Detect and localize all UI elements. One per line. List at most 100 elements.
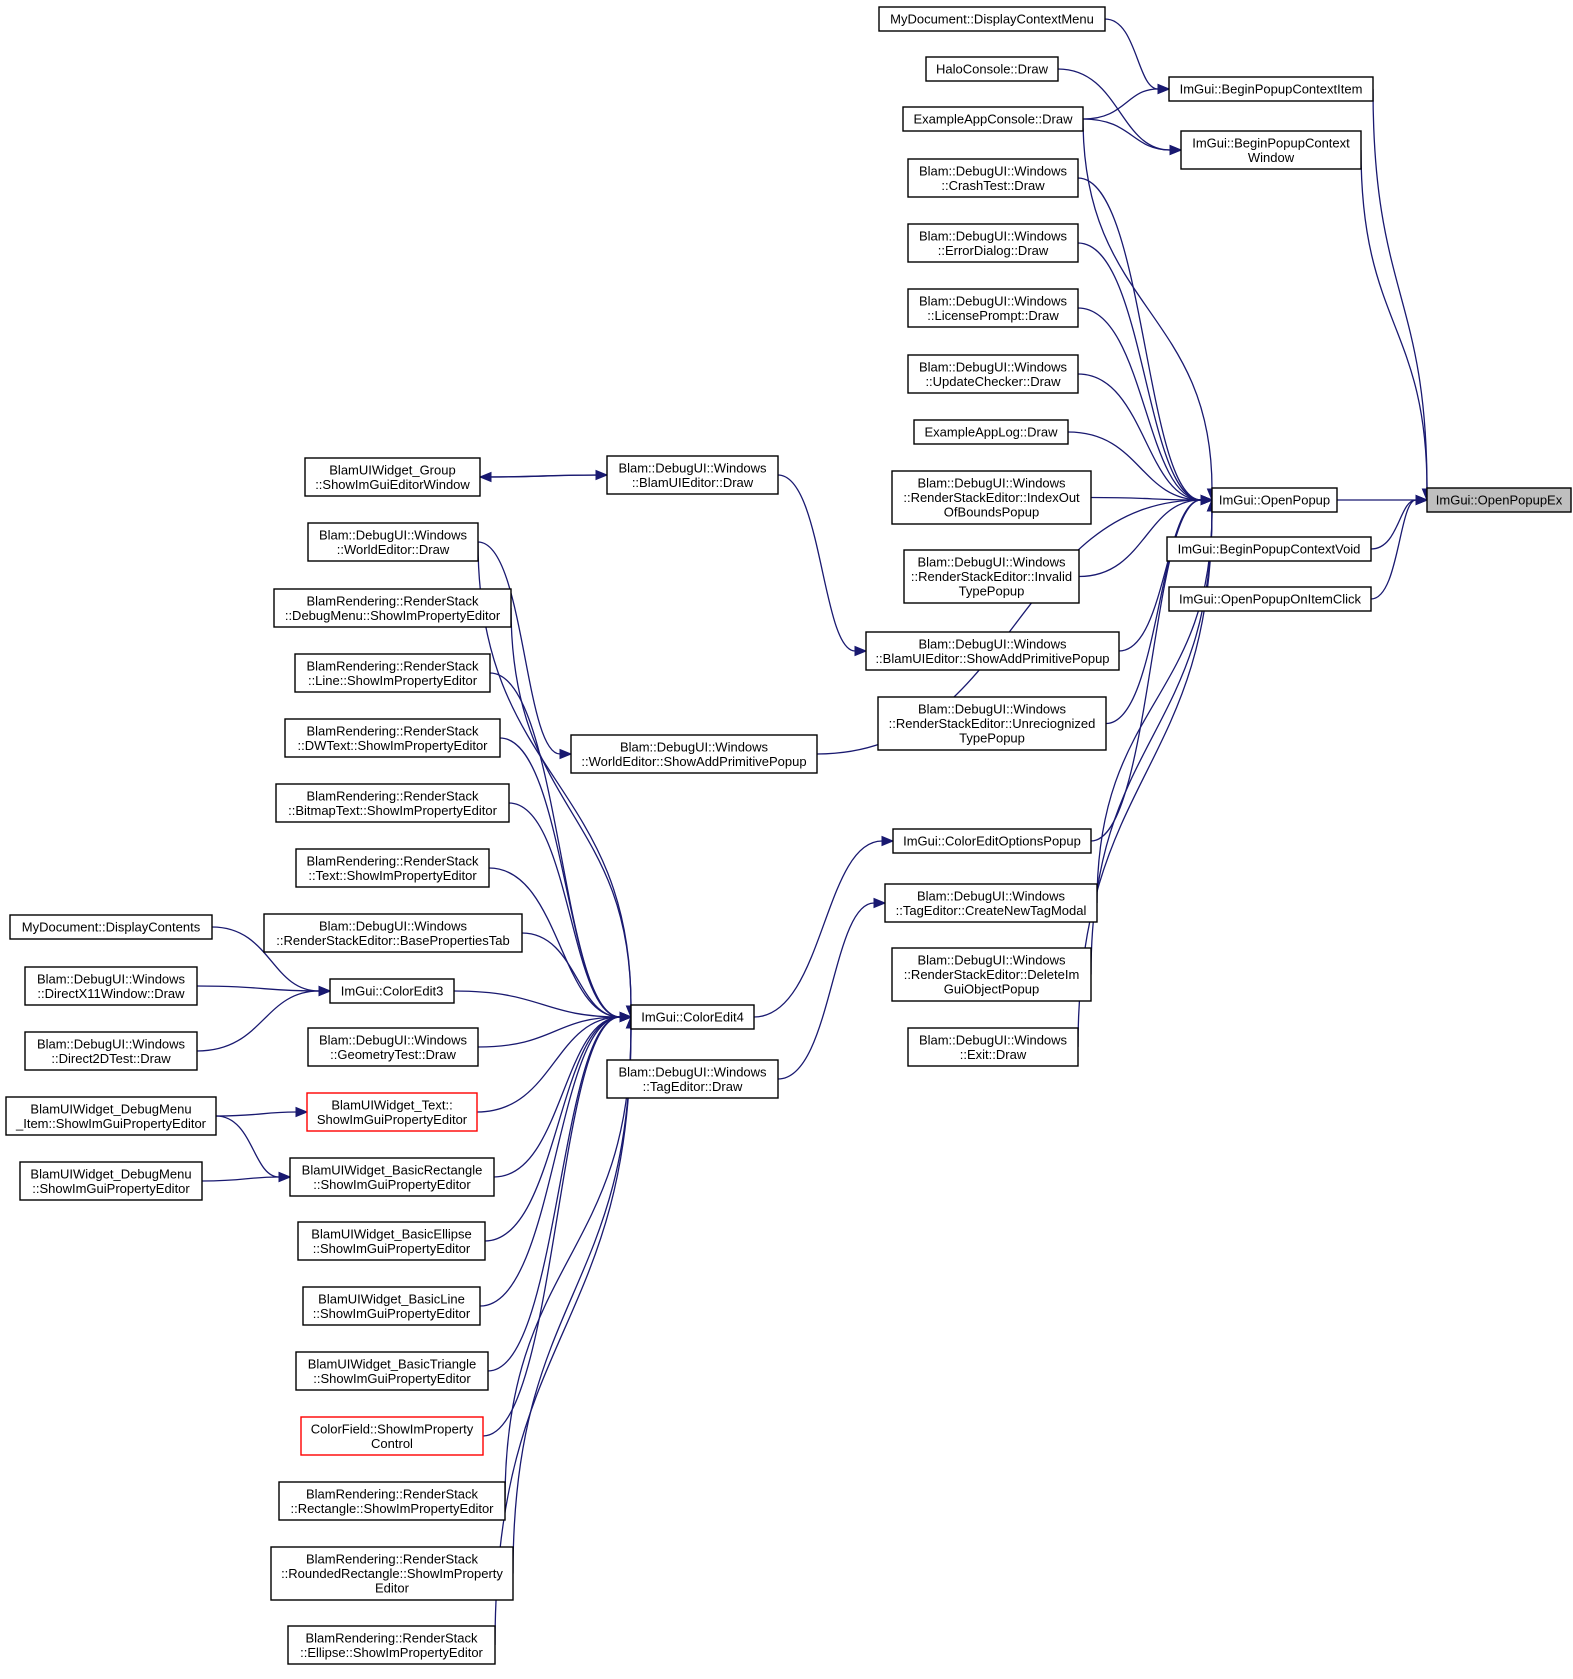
node-label: Blam::DebugUI::Windows xyxy=(319,527,468,542)
node-box xyxy=(263,913,523,953)
node-exampleapplog[interactable]: ExampleAppLog::Draw xyxy=(913,419,1069,445)
node-directx11[interactable]: Blam::DebugUI::Windows::DirectX11Window:… xyxy=(24,966,198,1006)
node-worldeditor_draw[interactable]: Blam::DebugUI::Windows::WorldEditor::Dra… xyxy=(307,522,479,562)
node-debugmenu[interactable]: BlamUIWidget_DebugMenu::ShowImGuiPropert… xyxy=(19,1161,203,1201)
edge-line xyxy=(510,607,632,1007)
node-coloreditoptions[interactable]: ImGui::ColorEditOptionsPopup xyxy=(892,828,1092,854)
node-rse_baseprops[interactable]: Blam::DebugUI::Windows::RenderStackEdito… xyxy=(263,913,523,953)
node-label: Blam::DebugUI::Windows xyxy=(620,739,769,754)
node-beginpopupcontextvoid[interactable]: ImGui::BeginPopupContextVoid xyxy=(1166,536,1372,562)
node-direct2d[interactable]: Blam::DebugUI::Windows::Direct2DTest::Dr… xyxy=(24,1031,198,1071)
node-label: MyDocument::DisplayContextMenu xyxy=(890,12,1094,27)
edge-beginpopupcontextitem-to-openpopupex xyxy=(1372,88,1433,502)
node-mydoc_ctxmenu[interactable]: MyDocument::DisplayContextMenu xyxy=(878,6,1106,32)
edge-basicellipse-to-coloredit4 xyxy=(484,1011,633,1242)
node-label: Blam::DebugUI::Windows xyxy=(919,359,1068,374)
edge-rs_ellipse-to-coloredit4 xyxy=(494,1015,637,1646)
edge-exampleappconsole-to-beginpopupcontextitem xyxy=(1082,83,1171,120)
edge-tageditor_draw-to-tageditor_newtag xyxy=(777,897,887,1080)
node-label: ImGui::OpenPopup xyxy=(1219,493,1330,508)
node-group_editor[interactable]: BlamUIWidget_Group::ShowImGuiEditorWindo… xyxy=(304,457,481,497)
node-basicrect[interactable]: BlamUIWidget_BasicRectangle::ShowImGuiPr… xyxy=(289,1157,495,1197)
arrowhead-icon xyxy=(1157,83,1171,95)
node-mydoc_contents[interactable]: MyDocument::DisplayContents xyxy=(9,914,213,940)
edge-line xyxy=(453,990,621,1018)
arrowhead-icon xyxy=(1200,494,1214,506)
node-rs_dwtext[interactable]: BlamRendering::RenderStack::DWText::Show… xyxy=(284,718,501,758)
node-updatechecker[interactable]: Blam::DebugUI::Windows::UpdateChecker::D… xyxy=(907,354,1079,394)
node-rs_line[interactable]: BlamRendering::RenderStack::Line::ShowIm… xyxy=(294,653,491,693)
edge-licenseprompt-to-openpopup xyxy=(1077,307,1214,506)
edge-exampleappconsole-to-openpopup xyxy=(1082,118,1218,502)
node-label: ShowImGuiPropertyEditor xyxy=(317,1112,468,1127)
node-label: Blam::DebugUI::Windows xyxy=(917,953,1066,968)
node-box xyxy=(891,947,1092,1002)
edge-line xyxy=(482,1016,621,1437)
node-openpopup[interactable]: ImGui::OpenPopup xyxy=(1211,487,1338,513)
node-rse_unrecognized[interactable]: Blam::DebugUI::Windows::RenderStackEdito… xyxy=(877,696,1107,751)
node-openpopuponitemclick[interactable]: ImGui::OpenPopupOnItemClick xyxy=(1168,586,1372,612)
edge-exit-to-openpopup xyxy=(1077,498,1218,1048)
edge-line xyxy=(1077,177,1202,501)
node-rs_ellipse[interactable]: BlamRendering::RenderStack::Ellipse::Sho… xyxy=(287,1625,496,1665)
node-coloredit4[interactable]: ImGui::ColorEdit4 xyxy=(630,1004,755,1030)
node-rs_bitmaptext[interactable]: BlamRendering::RenderStack::BitmapText::… xyxy=(275,783,510,823)
node-worldeditor_showadd[interactable]: Blam::DebugUI::Windows::WorldEditor::Sho… xyxy=(570,734,818,774)
arrowhead-icon xyxy=(873,897,887,909)
edge-updatechecker-to-openpopup xyxy=(1077,373,1214,506)
node-exit[interactable]: Blam::DebugUI::Windows::Exit::Draw xyxy=(907,1027,1079,1067)
node-blamuieditor_draw[interactable]: Blam::DebugUI::Windows::BlamUIEditor::Dr… xyxy=(606,455,779,495)
node-rse_invalid[interactable]: Blam::DebugUI::Windows::RenderStackEdito… xyxy=(903,549,1080,604)
node-label: Blam::DebugUI::Windows xyxy=(319,1032,468,1047)
node-licenseprompt[interactable]: Blam::DebugUI::Windows::LicensePrompt::D… xyxy=(907,288,1079,328)
node-label: HaloConsole::Draw xyxy=(936,62,1049,77)
node-rs_rectangle[interactable]: BlamRendering::RenderStack::Rectangle::S… xyxy=(278,1481,506,1521)
node-exampleappconsole[interactable]: ExampleAppConsole::Draw xyxy=(902,106,1084,132)
edge-rs_line-to-coloredit4 xyxy=(489,672,633,1023)
node-box xyxy=(630,1004,755,1030)
node-label: ImGui::OpenPopupOnItemClick xyxy=(1179,592,1362,607)
node-label: ImGui::ColorEdit4 xyxy=(641,1010,744,1025)
node-label: ::Text::ShowImPropertyEditor xyxy=(308,868,477,883)
node-blamuieditor_showadd[interactable]: Blam::DebugUI::Windows::BlamUIEditor::Sh… xyxy=(865,631,1120,671)
node-tageditor_newtag[interactable]: Blam::DebugUI::Windows::TagEditor::Creat… xyxy=(884,883,1098,923)
edge-line xyxy=(1370,499,1417,550)
node-debugmenu_item[interactable]: BlamUIWidget_DebugMenu_Item::ShowImGuiPr… xyxy=(5,1096,217,1136)
node-crashtest[interactable]: Blam::DebugUI::Windows::CrashTest::Draw xyxy=(907,158,1079,198)
node-box xyxy=(913,419,1069,445)
node-label: Blam::DebugUI::Windows xyxy=(37,971,186,986)
node-basictriangle[interactable]: BlamUIWidget_BasicTriangle::ShowImGuiPro… xyxy=(295,1351,489,1391)
node-widget_text[interactable]: BlamUIWidget_Text::ShowImGuiPropertyEdit… xyxy=(306,1092,478,1132)
node-rs_roundedrect[interactable]: BlamRendering::RenderStack::RoundedRecta… xyxy=(270,1546,514,1601)
node-beginpopupcontextitem[interactable]: ImGui::BeginPopupContextItem xyxy=(1168,76,1374,102)
node-rse_delete[interactable]: Blam::DebugUI::Windows::RenderStackEdito… xyxy=(891,947,1092,1002)
node-basicline[interactable]: BlamUIWidget_BasicLine::ShowImGuiPropert… xyxy=(302,1286,481,1326)
node-box xyxy=(1168,586,1372,612)
node-basicellipse[interactable]: BlamUIWidget_BasicEllipse::ShowImGuiProp… xyxy=(297,1221,486,1261)
node-openpopupex[interactable]: ImGui::OpenPopupEx xyxy=(1426,487,1572,513)
node-box xyxy=(284,718,501,758)
node-box xyxy=(9,914,213,940)
node-label: ::ShowImGuiPropertyEditor xyxy=(313,1306,471,1321)
node-label: ::ErrorDialog::Draw xyxy=(938,243,1049,258)
node-tageditor_draw[interactable]: Blam::DebugUI::Windows::TagEditor::Draw xyxy=(606,1059,779,1099)
node-box xyxy=(884,883,1098,923)
edge-group_editor-to-blamuieditor_draw xyxy=(479,469,609,481)
node-rs_text[interactable]: BlamRendering::RenderStack::Text::ShowIm… xyxy=(295,848,490,888)
node-label: Blam::DebugUI::Windows xyxy=(37,1036,186,1051)
edge-line xyxy=(1082,118,1213,490)
node-rse_indexout[interactable]: Blam::DebugUI::Windows::RenderStackEdito… xyxy=(891,470,1092,525)
node-rs_debugmenu[interactable]: BlamRendering::RenderStack::DebugMenu::S… xyxy=(273,588,512,628)
node-coloredit3[interactable]: ImGui::ColorEdit3 xyxy=(329,978,455,1004)
node-geometrytest[interactable]: Blam::DebugUI::Windows::GeometryTest::Dr… xyxy=(307,1027,479,1067)
edge-coloredit4-to-coloreditoptions xyxy=(753,835,895,1018)
node-label: ::DebugMenu::ShowImPropertyEditor xyxy=(285,608,501,623)
node-errordialog[interactable]: Blam::DebugUI::Windows::ErrorDialog::Dra… xyxy=(907,223,1079,263)
node-haloconsole[interactable]: HaloConsole::Draw xyxy=(925,56,1059,82)
node-label: _Item::ShowImGuiPropertyEditor xyxy=(15,1116,207,1131)
node-box xyxy=(907,288,1079,328)
node-label: BlamRendering::RenderStack xyxy=(306,1630,478,1645)
node-label: ::RenderStackEditor::Invalid xyxy=(911,569,1072,584)
